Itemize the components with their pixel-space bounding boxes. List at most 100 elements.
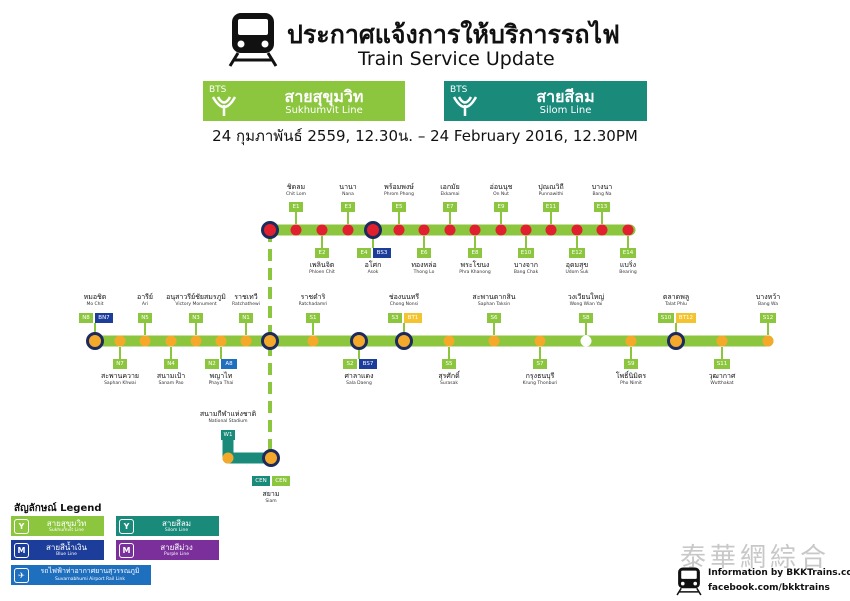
station-name: บางหว้า: [755, 293, 781, 301]
station-code: E13: [594, 202, 610, 212]
station-dot: [342, 224, 354, 236]
station-code: S3: [388, 313, 402, 323]
station-dot: [418, 224, 430, 236]
station-dot: [622, 224, 634, 236]
interchange-dot: [262, 449, 280, 467]
legend-item-airport-link: ✈ รถไฟฟ้าท่าอากาศยานสุวรรณภูมิ Suvarnabh…: [11, 565, 151, 585]
station-dot: [139, 335, 151, 347]
station-code: S1: [306, 313, 320, 323]
station-dot: [290, 224, 302, 236]
station-dot: [443, 335, 455, 347]
train-icon: [676, 567, 702, 596]
station-name: บางจาก: [513, 261, 539, 269]
station-dot: [580, 335, 592, 347]
legend-label: สายสีลม: [161, 519, 192, 528]
bts-logo-icon: BTS: [209, 85, 227, 95]
station-dot: [215, 335, 227, 347]
station-name: ราชเทวี: [234, 293, 258, 301]
station-name: นานา: [339, 183, 357, 191]
station-dot: [307, 335, 319, 347]
interchange-dot: [364, 221, 382, 239]
station-name: สยาม: [262, 490, 280, 498]
station-name: ราชดำริ: [300, 293, 326, 301]
train-icon: [228, 13, 278, 67]
station-name-en: Victory Monument: [175, 302, 217, 307]
station-name: อนุสาวรีย์ชัยสมรภูมิ: [166, 293, 226, 301]
station-dot: [316, 224, 328, 236]
legend-item-purple-line: M สายสีม่วง Purple Line: [116, 540, 219, 560]
station-name-en: Bang Chak: [513, 270, 539, 275]
station-name-en: Krung Thonburi: [522, 381, 558, 386]
station-name: หมอชิต: [83, 293, 107, 301]
station-name-en: Talat Phlu: [665, 302, 687, 307]
station-name: วงเวียนใหญ่: [567, 293, 605, 301]
station-dot: [545, 224, 557, 236]
station-dot: [716, 335, 728, 347]
station-dot: [114, 335, 126, 347]
station-code-secondary: CEN: [272, 476, 290, 486]
station-dot: [165, 335, 177, 347]
station-name: อารีย์: [137, 293, 153, 301]
station-name-en: Siam: [265, 499, 277, 504]
station-name-en: Chong Nonsi: [389, 302, 419, 307]
station-name: ทองหล่อ: [411, 261, 437, 269]
sukhumvit-line-badge: BTS สายสุขุมวิท Sukhumvit Line: [203, 81, 405, 121]
interchange-code: BN7: [95, 313, 113, 323]
station-code: E6: [417, 248, 431, 258]
bts-logo-icon: [211, 96, 237, 116]
station-code: S10: [658, 313, 674, 323]
station-name: สะพานควาย: [100, 372, 139, 380]
bts-logo-icon: [452, 96, 478, 116]
legend-label-en: Blue Line: [56, 552, 77, 557]
silom-line-name: สายสีลม: [536, 87, 595, 106]
station-name: สนามกีฬาแห่งชาติ: [199, 410, 257, 418]
station-name-en: National Stadium: [208, 419, 248, 424]
interchange-code: BS3: [373, 248, 391, 258]
facebook-link[interactable]: facebook.com/bkktrains: [708, 583, 830, 593]
station-name: สุรศักดิ์: [438, 372, 460, 380]
legend-label-en: Suvarnabhumi Airport Rail Link: [55, 577, 125, 582]
station-name-en: On Nut: [493, 192, 509, 197]
station-code: E14: [620, 248, 636, 258]
legend-item-sukhumvit: Y สายสุขุมวิท Sukhumvit Line: [11, 516, 104, 536]
station-dot: [190, 335, 202, 347]
station-name-en: Ekkamai: [440, 192, 460, 197]
station-code: E8: [468, 248, 482, 258]
station-name-en: Phaya Thai: [208, 381, 234, 386]
station-name: พร้อมพงษ์: [384, 183, 414, 191]
station-code: E5: [392, 202, 406, 212]
station-code: N2: [205, 359, 219, 369]
interchange-code: BS7: [359, 359, 377, 369]
legend-title: สัญลักษณ์ Legend: [14, 503, 102, 514]
station-dot: [240, 335, 252, 347]
legend-label-en: Silom Line: [164, 528, 189, 533]
station-code: S11: [714, 359, 730, 369]
station-dot: [469, 224, 481, 236]
station-name-en: Mo Chit: [86, 302, 104, 307]
station-code: E12: [569, 248, 585, 258]
station-name: พญาไท: [209, 372, 233, 380]
legend-item-blue-line: M สายสีน้ำเงิน Blue Line: [11, 540, 104, 560]
station-code: S6: [487, 313, 501, 323]
station-name: อโศก: [364, 261, 382, 269]
station-name-en: Nana: [342, 192, 354, 197]
station-name-en: Wutthakat: [710, 381, 734, 386]
station-dot: [393, 224, 405, 236]
sukhumvit-line-name: สายสุขุมวิท: [284, 87, 364, 106]
station-code: S5: [442, 359, 456, 369]
